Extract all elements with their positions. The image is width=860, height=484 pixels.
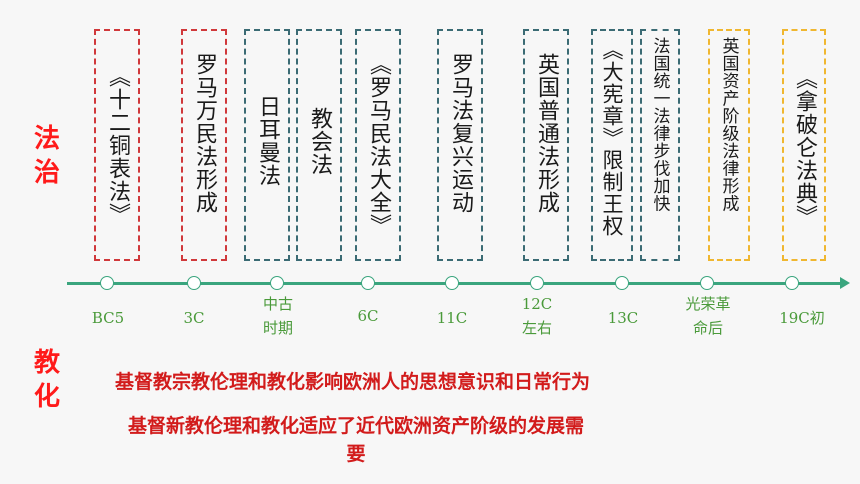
event-box-napoleonic-code: 《拿破仑法典》 — [782, 29, 826, 261]
tick-label: 3C — [183, 309, 205, 327]
timeline-node — [785, 276, 799, 290]
event-text: 教会法 — [307, 107, 332, 176]
tick-label: 中古 时期 — [262, 295, 293, 337]
statement-catholic: 基督教宗教伦理和教化影响欧洲人的思想意识和日常行为 — [115, 371, 591, 393]
tick-label: 光荣革 命后 — [685, 295, 731, 337]
tick-label: BC5 — [91, 309, 125, 327]
event-text: 《拿破仑法典》 — [792, 67, 817, 228]
event-text: 《十二铜表法》 — [105, 65, 130, 226]
statement-protestant: 基督新教伦理和教化适应了近代欧洲资产阶级的发展需 要 — [128, 415, 585, 465]
event-box-french-unification: 法国统一法律步伐加快 — [640, 29, 680, 261]
timeline-arrow-icon — [840, 277, 850, 289]
event-text: 英国普通法形成 — [534, 53, 559, 214]
timeline-node — [361, 276, 375, 290]
event-box-twelve-tables: 《十二铜表法》 — [94, 29, 140, 261]
event-text: 罗马万民法形成 — [192, 53, 217, 214]
timeline-node — [270, 276, 284, 290]
tick-label: 11C — [436, 309, 468, 327]
timeline-node — [445, 276, 459, 290]
event-text: 《罗马民法大全》 — [366, 53, 391, 237]
event-text: 《大宪章》限制王权 — [600, 39, 624, 237]
event-box-germanic-law: 日耳曼法 — [244, 29, 290, 261]
event-text: 法国统一法律步伐加快 — [649, 37, 670, 212]
tick-label: 6C — [357, 307, 379, 325]
timeline-node — [187, 276, 201, 290]
fazhi-label: 法 治 — [30, 122, 64, 190]
event-box-corpus-juris: 《罗马民法大全》 — [355, 29, 401, 261]
tick-label: 13C — [607, 309, 639, 327]
timeline-node — [100, 276, 114, 290]
event-box-roman-law-revival: 罗马法复兴运动 — [437, 29, 483, 261]
event-box-common-law: 英国普通法形成 — [523, 29, 569, 261]
jiaohua-text: 教 化 — [33, 348, 60, 412]
event-box-magna-carta: 《大宪章》限制王权 — [591, 29, 633, 261]
event-box-bourgeois-law: 英国资产阶级法律形成 — [708, 29, 750, 261]
fazhi-text: 法 治 — [33, 124, 60, 188]
event-text: 罗马法复兴运动 — [448, 53, 473, 214]
timeline-node — [530, 276, 544, 290]
timeline-node — [700, 276, 714, 290]
tick-label: 19C初 — [779, 309, 825, 327]
event-box-canon-law: 教会法 — [296, 29, 342, 261]
timeline-node — [615, 276, 629, 290]
jiaohua-label: 教 化 — [30, 346, 64, 414]
event-text: 英国资产阶级法律形成 — [718, 37, 739, 212]
tick-label: 12C 左右 — [521, 295, 553, 337]
event-box-jus-gentium: 罗马万民法形成 — [181, 29, 227, 261]
event-text: 日耳曼法 — [255, 95, 280, 187]
